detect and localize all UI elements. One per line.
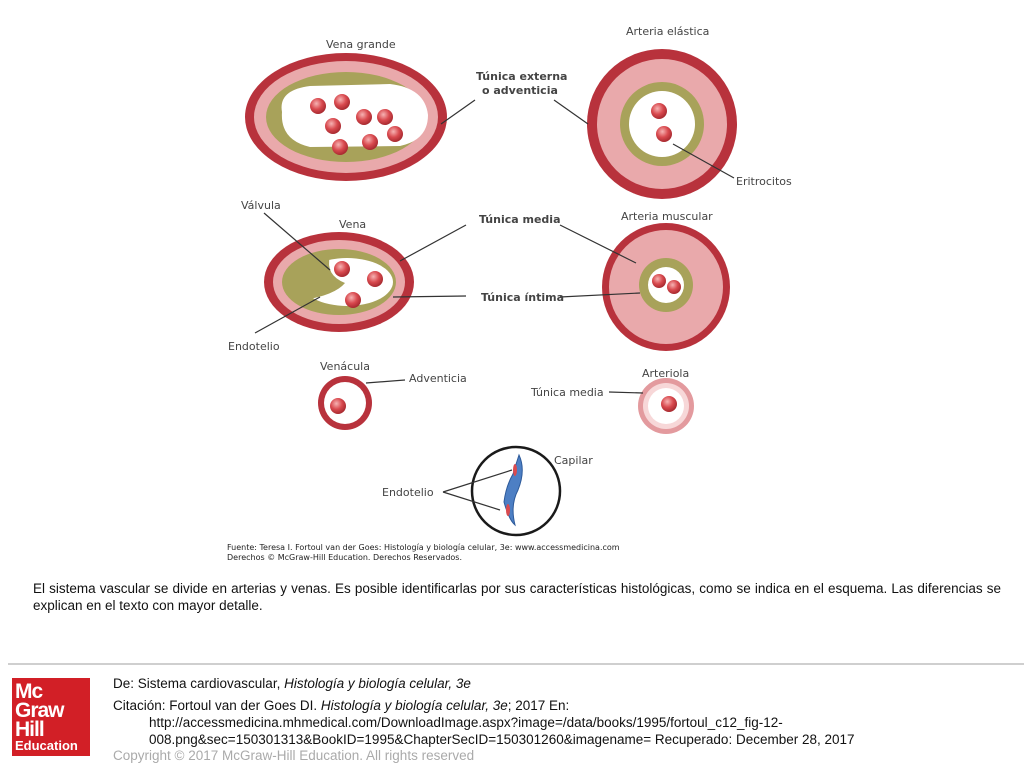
citation-url-line-2[interactable]: 008.png&sec=150301313&BookID=1995&Chapte… [149,732,855,747]
vena-grande-illustration [245,53,447,181]
figure-source: Fuente: Teresa I. Fortoul van der Goes: … [227,543,797,563]
mcgraw-hill-logo: Mc Graw Hill Education [12,678,90,756]
citation: Citación: Fortoul van der Goes DI. Histo… [113,697,1003,748]
copyright-notice: Copyright © 2017 McGraw-Hill Education. … [113,748,475,763]
label-arteria-muscular: Arteria muscular [621,210,713,223]
leader-lines [254,99,735,511]
label-capilar: Capilar [554,454,593,467]
label-venacula: Venácula [320,360,370,373]
label-valvula: Válvula [241,199,281,212]
venacula-illustration [318,376,372,430]
arteria-muscular-illustration [602,223,730,351]
source-line-1: Fuente: Teresa I. Fortoul van der Goes: … [227,543,620,552]
label-eritrocitos: Eritrocitos [736,175,792,188]
label-tunica-intima: Túnica íntima [481,291,564,304]
label-tunica-media-arteriola: Túnica media [530,386,604,399]
logo-line-4: Education [15,738,78,753]
citation-suffix: ; 2017 En: [507,698,570,713]
source-chapter-prefix: De: Sistema cardiovascular, [113,676,285,691]
vena-illustration [264,232,414,332]
vascular-diagram: Vena grande Arteria elástica Túnica exte… [228,25,792,537]
label-endotelio-capilar: Endotelio [382,486,434,499]
erythrocyte-group [310,94,403,155]
label-arteria-elastica: Arteria elástica [626,25,709,38]
capilar-illustration [470,445,562,537]
source-line-2: Derechos © McGraw-Hill Education. Derech… [227,553,463,562]
logo-line-1: Mc [15,680,43,703]
label-tunica-media: Túnica media [479,213,561,226]
source-chapter: De: Sistema cardiovascular, Histología y… [113,675,471,692]
citation-book: Histología y biología celular, 3e [320,698,508,713]
label-tunica-externa-line2: o adventicia [482,84,558,97]
logo-line-2: Graw [15,699,65,722]
citation-prefix: Citación: Fortoul van der Goes DI. [113,698,321,713]
logo-line-3: Hill [15,718,45,741]
label-vena: Vena [339,218,366,231]
label-vena-grande: Vena grande [326,38,396,51]
label-endotelio: Endotelio [228,340,280,353]
citation-url-line-1[interactable]: http://accessmedicina.mhmedical.com/Down… [149,715,783,730]
arteriola-illustration [638,378,694,434]
source-chapter-book: Histología y biología celular, 3e [284,676,471,691]
label-tunica-externa: Túnica externa [476,70,567,83]
figure-caption: El sistema vascular se divide en arteria… [33,581,1001,613]
label-adventicia: Adventicia [409,372,467,385]
arteria-elastica-illustration [587,49,737,199]
label-arteriola: Arteriola [642,367,689,380]
footer-divider [8,663,1024,665]
